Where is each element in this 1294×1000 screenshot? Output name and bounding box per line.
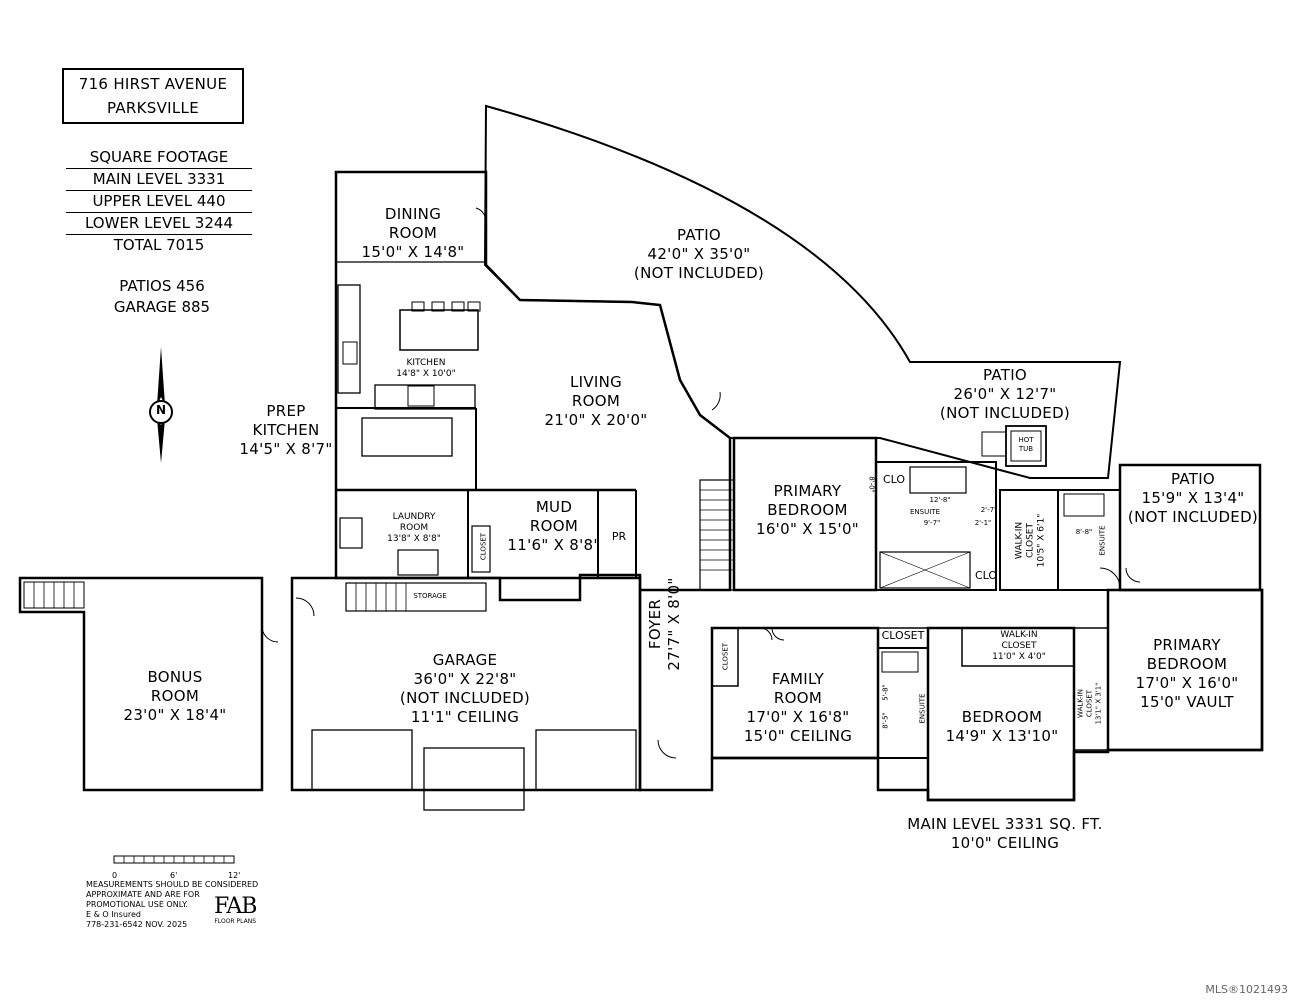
ensuite-1-dim-b: 9'-7"	[923, 519, 941, 527]
foyer-closet-label: CLOSET	[721, 642, 730, 671]
ensuite-3-dim-b: 8'-5"	[881, 712, 890, 729]
dining-kitchen-outline	[334, 170, 732, 602]
mls-watermark: MLS®1021493	[1205, 983, 1288, 996]
ensuite-3-dim-a: 5'-8"	[881, 684, 890, 701]
logo-subtitle: FLOOR PLANS	[214, 918, 257, 925]
primary-bedroom-1-note: 8'-0"	[867, 476, 876, 493]
sqft-main: MAIN LEVEL 3331	[66, 169, 252, 191]
sqft-lower: LOWER LEVEL 3244	[66, 213, 252, 235]
ensuite-2-label: ENSUITE	[1098, 525, 1107, 556]
powder-room-label: PR	[611, 530, 627, 543]
scale-tick-0: 0	[112, 871, 118, 880]
scale-bar: 0 6' 12'	[86, 852, 266, 881]
north-letter: N	[155, 403, 167, 417]
fab-floor-plans-logo: FAB FLOOR PLANS	[214, 894, 257, 926]
ensuite-1-dim-a: 12'-8"	[929, 496, 951, 504]
mud-closet-label: CLOSET	[479, 532, 488, 561]
clo-2-label: CLO	[974, 569, 998, 582]
hall-closet-label: CLOSET	[881, 629, 925, 642]
scale-tick-6: 6'	[170, 871, 178, 880]
address-line1: 716 HIRST AVENUE	[78, 75, 228, 93]
ensuite-1-dim-d: 2'-7"	[980, 506, 998, 514]
sqft-upper: UPPER LEVEL 440	[66, 191, 252, 213]
scale-bar-graphic	[113, 855, 235, 864]
address-line2: PARKSVILLE	[106, 99, 199, 117]
main-level-note: MAIN LEVEL 3331 SQ. FT.10'0" CEILING	[907, 815, 1103, 852]
sqft-total: TOTAL 7015	[113, 236, 205, 254]
ensuite-3-label: ENSUITE	[918, 693, 927, 724]
ensuite-1-label: ENSUITE	[910, 508, 940, 516]
sqft-garage: GARAGE 885	[113, 298, 211, 316]
sqft-patios: PATIOS 456	[119, 277, 205, 295]
scale-tick-12: 12'	[228, 871, 241, 880]
bonus-room-outline	[18, 576, 264, 792]
ensuite-1-dim-c: 2'-1"	[974, 519, 992, 527]
clo-1-label: CLO	[882, 473, 906, 486]
address-box: 716 HIRST AVENUE PARKSVILLE	[62, 68, 244, 124]
north-arrow-icon: N	[146, 345, 176, 463]
logo-mark: FAB	[214, 894, 257, 919]
square-footage-table: SQUARE FOOTAGE MAIN LEVEL 3331 UPPER LEV…	[66, 147, 252, 256]
storage-label: STORAGE	[413, 592, 447, 600]
extras-block: PATIOS 456 GARAGE 885	[72, 276, 252, 318]
disclaimer: MEASUREMENTS SHOULD BE CONSIDERED APPROX…	[86, 880, 259, 929]
ensuite-2-dim-a: 8'-8"	[1075, 528, 1093, 536]
sqft-title: SQUARE FOOTAGE	[66, 147, 252, 169]
